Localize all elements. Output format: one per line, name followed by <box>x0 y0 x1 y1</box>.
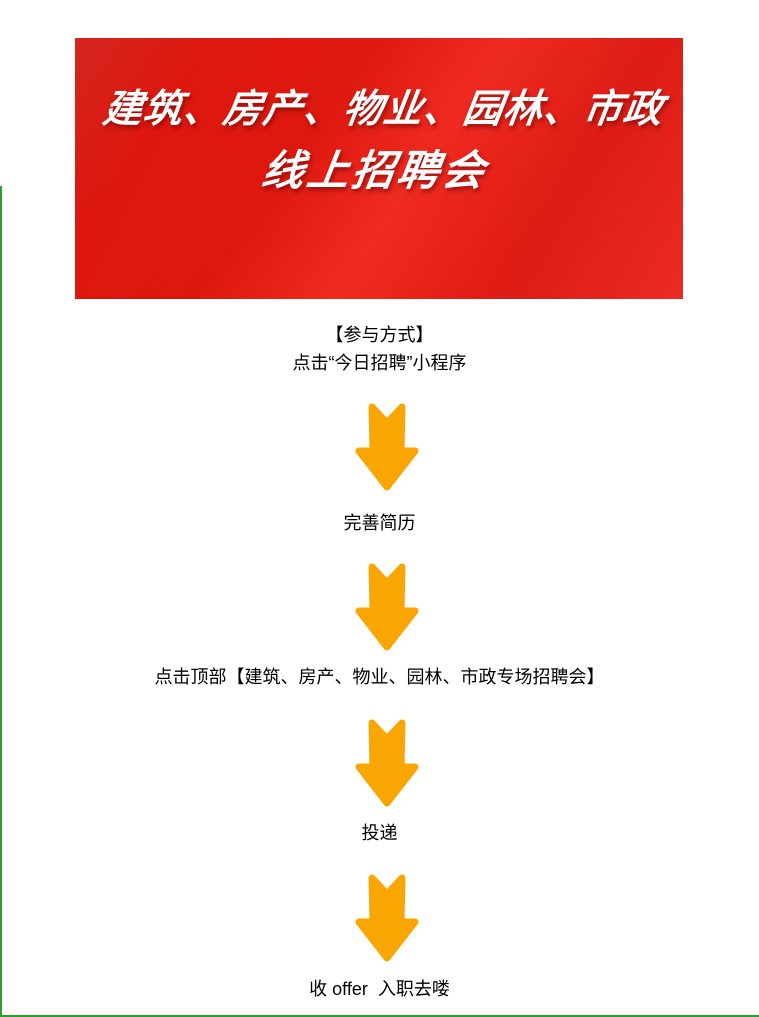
down-arrow-icon <box>355 874 418 962</box>
step-text-apply: 投递 <box>361 823 398 843</box>
flow-heading: 【参与方式】 <box>325 325 434 345</box>
down-arrow-icon <box>355 403 418 491</box>
down-arrow-icon <box>355 719 418 807</box>
step-text-complete-resume: 完善简历 <box>343 513 416 533</box>
banner-title-line2: 线上招聘会 <box>259 147 491 194</box>
page-edge-line-bottom <box>0 1015 759 1017</box>
page-edge-line-left <box>0 186 2 1017</box>
step-text-get-offer: 收 offer 入职去喽 <box>309 979 450 999</box>
event-banner: 建筑、房产、物业、园林、市政 线上招聘会 <box>75 38 683 299</box>
event-banner-title: 建筑、房产、物业、园林、市政 线上招聘会 <box>75 80 683 202</box>
step-text-open-miniprogram: 点击“今日招聘”小程序 <box>292 353 467 373</box>
banner-title-line1: 建筑、房产、物业、园林、市政 <box>100 88 667 131</box>
participation-flow: 【参与方式】 点击“今日招聘”小程序 完善简历 点击顶部【建筑、房产、物业、园林… <box>0 299 759 1003</box>
down-arrow-icon <box>355 563 418 651</box>
step-text-click-top-fair: 点击顶部【建筑、房产、物业、园林、市政专场招聘会】 <box>154 667 605 687</box>
